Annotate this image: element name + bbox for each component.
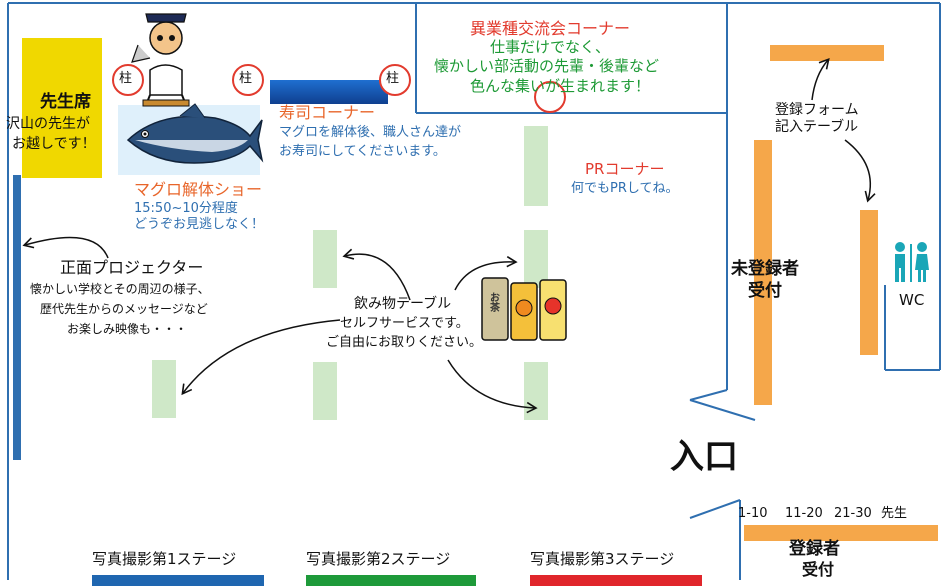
sensei-seat-area <box>22 38 102 178</box>
pillars <box>112 64 566 113</box>
exchange-corner-line3: 色んな集いが生まれます！ <box>470 77 651 95</box>
pillar-1-label: 柱 <box>119 71 133 86</box>
standing-table <box>524 126 548 206</box>
standing-table <box>313 230 337 288</box>
walls <box>7 2 941 580</box>
exchange-corner-line1: 仕事だけでなく、 <box>490 38 611 56</box>
registered-group-2: 11-20 <box>785 506 823 521</box>
drink-cans <box>481 277 567 341</box>
arrow-to-lower-right-table <box>447 359 538 414</box>
projector-title: 正面プロジェクター <box>60 258 204 277</box>
unregistered-reception-table <box>754 140 772 405</box>
projector-line1: 懐かしい学校とその周辺の様子、 <box>30 282 210 296</box>
registered-reception-line1: 登録者 <box>789 539 840 559</box>
pillar-2 <box>232 64 264 96</box>
sushi-counter <box>270 80 388 104</box>
registered-group-1: 1-10 <box>738 506 768 521</box>
arrow-to-upper-right-table <box>454 255 518 291</box>
arrows <box>22 57 876 414</box>
exchange-corner-line2: 懐かしい部活動の先輩・後輩など <box>434 57 660 75</box>
pillar-3-label: 柱 <box>386 71 400 86</box>
tea-can-label: お茶 <box>487 292 499 312</box>
registered-group-3: 21-30 <box>834 506 872 521</box>
entrance-label: 入口 <box>670 437 738 477</box>
projector-line2: 歴代先生からのメッセージなど <box>40 302 208 316</box>
sensei-seat-line2: お越しです！ <box>12 136 96 152</box>
tuna-show-title: マグロ解体ショー <box>134 180 263 199</box>
arrow-to-left-table <box>181 319 341 396</box>
drinks-line1: 飲み物テーブル <box>354 296 452 312</box>
stage-bars <box>92 575 702 586</box>
stage-1-label: 写真撮影第1ステージ <box>92 550 237 568</box>
restroom-icon <box>895 242 929 282</box>
arrow-to-side-table <box>844 139 876 203</box>
sushi-corner-title: 寿司コーナー <box>279 103 376 122</box>
pillar-3 <box>379 64 411 96</box>
standing-table <box>313 362 337 420</box>
pillar-1 <box>112 64 144 96</box>
drinks-line2: セルフサービスです。 <box>340 316 469 331</box>
wc-label: WC <box>899 291 925 309</box>
arrow-to-upper-table <box>342 248 411 301</box>
form-table-top <box>770 45 884 61</box>
registration-tables <box>744 45 938 541</box>
chef-illustration <box>131 13 190 107</box>
sensei-seat-title: 先生席 <box>40 92 91 112</box>
standing-table <box>152 360 176 418</box>
arrow-to-form-table <box>811 57 830 101</box>
pillar-2-label: 柱 <box>239 71 253 86</box>
pr-corner-line1: 何でもPRしてね。 <box>571 181 679 196</box>
registered-reception-line2: 受付 <box>802 560 835 579</box>
unregistered-reception-line1: 未登録者 <box>731 259 799 279</box>
registered-group-4: 先生 <box>881 506 908 521</box>
stage-3-bar <box>530 575 702 586</box>
side-table <box>860 210 878 355</box>
stage-1-bar <box>92 575 264 586</box>
standing-table <box>524 230 548 288</box>
tuna-show-line2: どうぞお見逃しなく！ <box>134 217 265 232</box>
stage-2-bar <box>306 575 476 586</box>
sensei-seat-line1: 沢山の先生が <box>6 116 90 132</box>
sushi-corner-line2: お寿司にしてくださいます。 <box>279 144 446 159</box>
arrow-to-screen <box>22 236 109 259</box>
form-table-line1: 登録フォーム <box>775 102 859 118</box>
form-table-line2: 記入テーブル <box>775 119 859 135</box>
stage-3-label: 写真撮影第3ステージ <box>530 550 675 568</box>
standing-tables <box>152 126 548 420</box>
pillar-4 <box>534 81 566 113</box>
drinks-line3: ご自由にお取りください。 <box>326 335 483 350</box>
tuna-illustration <box>118 103 264 175</box>
sushi-corner-line1: マグロを解体後、職人さん達が <box>279 125 462 140</box>
stage-2-label: 写真撮影第2ステージ <box>306 550 451 568</box>
pr-corner-title: PRコーナー <box>585 160 665 178</box>
projector-screen <box>13 175 21 460</box>
tuna-show-line1: 15:50~10分程度 <box>134 201 238 216</box>
projector-line3: お楽しみ映像も・・・ <box>67 322 188 336</box>
standing-table <box>524 362 548 420</box>
registered-reception-table <box>744 525 938 541</box>
unregistered-reception-line2: 受付 <box>748 281 782 301</box>
exchange-corner-title: 異業種交流会コーナー <box>470 19 631 38</box>
